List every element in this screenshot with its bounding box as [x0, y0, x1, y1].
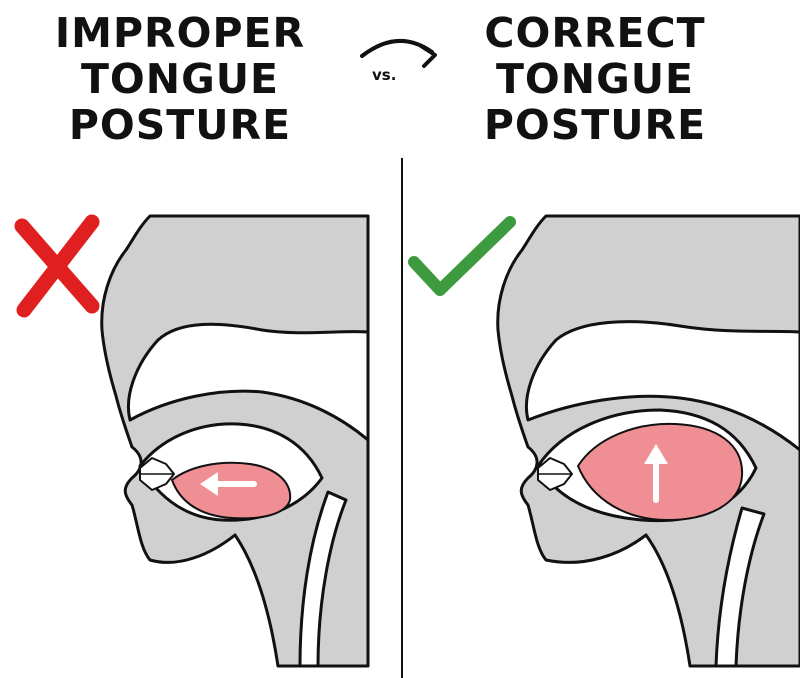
- title-line: CORRECT: [484, 9, 706, 57]
- x-mark-icon: [14, 214, 100, 318]
- title-line: POSTURE: [483, 101, 707, 149]
- correct-teeth: [537, 457, 573, 491]
- title-line: TONGUE: [495, 55, 695, 103]
- raised-tongue: [576, 422, 744, 522]
- check-mark-icon: [408, 216, 516, 296]
- curved-arrow-icon: [360, 39, 437, 68]
- title-line: IMPROPER: [54, 9, 306, 57]
- left-arrow-icon: [200, 472, 257, 496]
- vs-label: vs.: [372, 66, 397, 84]
- improper-head-profile: [100, 214, 370, 668]
- title-line: POSTURE: [68, 101, 292, 149]
- low-tongue: [170, 461, 292, 520]
- title-line: TONGUE: [80, 55, 280, 103]
- up-arrow-icon: [644, 444, 668, 503]
- improper-teeth: [139, 457, 175, 491]
- correct-posture-title: CORRECT TONGUE POSTURE: [445, 10, 745, 148]
- improper-posture-title: IMPROPER TONGUE POSTURE: [30, 10, 330, 148]
